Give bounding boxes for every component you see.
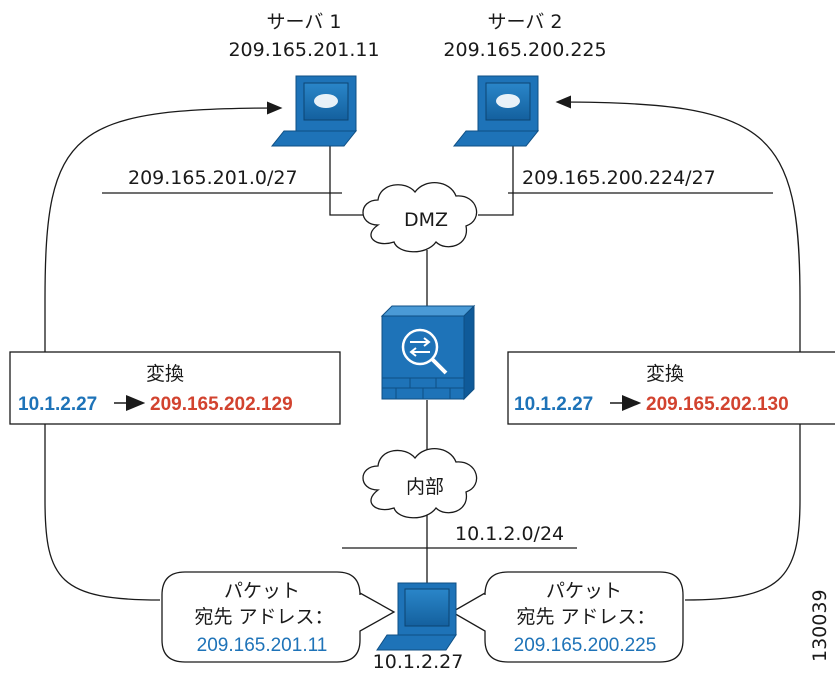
firewall-icon	[380, 304, 476, 401]
left-return-path	[44, 101, 283, 601]
server2-name: サーバ 2	[488, 11, 563, 33]
translation-right-title: 変換	[646, 363, 684, 385]
translation-left-dst: 209.165.202.129	[150, 394, 293, 415]
right-return-path	[555, 95, 801, 601]
packet-bubble-left	[161, 571, 396, 663]
packet-bubble-right	[450, 571, 684, 663]
server2-ip: 209.165.200.225	[443, 39, 606, 61]
packet-left-ip: 209.165.201.11	[197, 635, 328, 656]
packet-right-line1: パケット	[546, 580, 622, 602]
figure-id: 130039	[809, 589, 831, 662]
translation-box-right	[507, 351, 835, 425]
server1-ip: 209.165.201.11	[228, 39, 379, 61]
translation-right-src: 10.1.2.27	[514, 394, 593, 415]
host-workstation-icon	[376, 582, 457, 651]
translation-box-left	[9, 351, 341, 425]
dmz-label: DMZ	[404, 209, 448, 231]
inside-subnet-label: 10.1.2.0/24	[455, 523, 564, 545]
left-subnet-label: 209.165.201.0/27	[128, 167, 298, 189]
translation-right-dst: 209.165.202.130	[646, 394, 789, 415]
packet-right-line2: 宛先 アドレス：	[516, 606, 655, 628]
translation-left-src: 10.1.2.27	[18, 394, 97, 415]
server2-link	[478, 145, 514, 216]
inside-cloud-icon	[362, 448, 478, 519]
packet-left-line2: 宛先 アドレス：	[194, 606, 333, 628]
inside-label: 内部	[406, 476, 444, 498]
server1-workstation-icon	[270, 75, 358, 147]
host-ip-label: 10.1.2.27	[373, 651, 464, 673]
translation-left-title: 変換	[146, 363, 184, 385]
dmz-cloud-icon	[362, 182, 478, 253]
right-subnet-label: 209.165.200.224/27	[522, 167, 716, 189]
packet-right-ip: 209.165.200.225	[514, 635, 657, 656]
server1-name: サーバ 1	[267, 11, 342, 33]
server1-link	[329, 145, 372, 216]
server2-workstation-icon	[452, 75, 540, 147]
packet-left-line1: パケット	[224, 580, 300, 602]
